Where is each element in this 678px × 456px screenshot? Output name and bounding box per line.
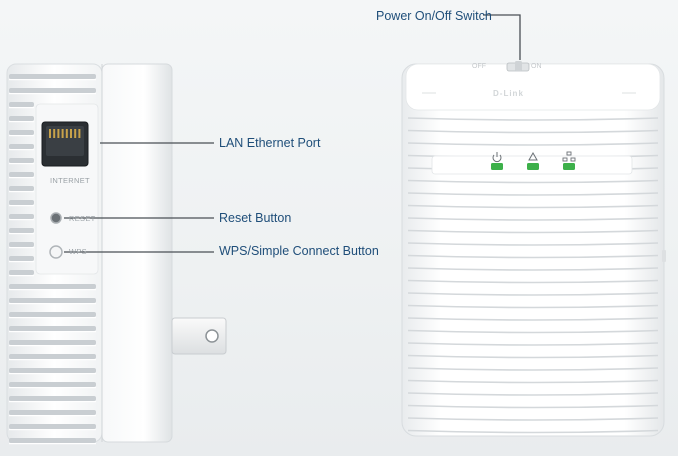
wps-label: WPS xyxy=(69,247,87,256)
front-rib xyxy=(407,242,659,246)
switch-on-label: ON xyxy=(531,63,542,70)
side-notch xyxy=(662,250,666,262)
front-rib xyxy=(407,117,659,121)
front-rib xyxy=(407,367,659,371)
wps-button[interactable] xyxy=(49,245,63,259)
front-rib xyxy=(407,317,659,321)
plug-prong xyxy=(171,317,227,355)
front-rib xyxy=(407,292,659,296)
vent-slot xyxy=(9,270,34,275)
vent-slot xyxy=(9,144,34,149)
callout-wps-button: WPS/Simple Connect Button xyxy=(219,244,379,258)
vent-slot xyxy=(9,200,34,205)
front-rib xyxy=(407,129,659,134)
vent-slot xyxy=(9,214,34,219)
front-rib xyxy=(407,404,659,409)
front-ribs xyxy=(407,117,659,434)
powerline-icon xyxy=(527,151,539,170)
vent-slot xyxy=(9,256,34,261)
front-rib xyxy=(407,379,659,384)
front-rib xyxy=(407,229,659,234)
vent-slot xyxy=(9,354,96,359)
front-rib xyxy=(407,217,659,221)
side-view-cap xyxy=(101,63,173,443)
switch-off-label: OFF xyxy=(472,63,486,70)
front-rib xyxy=(407,354,659,359)
reset-label: RESET xyxy=(69,214,96,223)
vent-slot xyxy=(9,88,96,93)
vent-slot xyxy=(9,284,96,289)
vent-slot xyxy=(9,382,96,387)
reset-button[interactable] xyxy=(50,212,62,224)
leader-line-power xyxy=(483,14,521,60)
vent-slot xyxy=(9,340,96,345)
front-top-cap xyxy=(405,63,661,111)
front-rib xyxy=(407,342,659,346)
front-rib xyxy=(407,429,659,434)
callout-power-switch: Power On/Off Switch xyxy=(376,9,492,23)
vent-slot xyxy=(9,116,34,121)
front-rib xyxy=(407,204,659,209)
vent-slot xyxy=(9,130,34,135)
front-view-device xyxy=(401,61,666,437)
vent-slot xyxy=(9,424,96,429)
side-view-device xyxy=(6,63,227,445)
vent-slot xyxy=(9,312,96,317)
vent-slot xyxy=(9,368,96,373)
front-rib xyxy=(407,254,659,259)
vent-slot xyxy=(9,186,34,191)
front-rib xyxy=(407,142,659,146)
power-switch[interactable] xyxy=(506,61,530,72)
callout-lan-ethernet-port: LAN Ethernet Port xyxy=(219,136,321,150)
front-rib xyxy=(407,179,659,184)
callout-reset-button: Reset Button xyxy=(219,211,292,225)
front-rib xyxy=(407,392,659,396)
vent-slot xyxy=(9,242,34,247)
front-rib xyxy=(407,304,659,309)
vent-slot xyxy=(9,326,96,331)
vent-slot xyxy=(9,396,96,401)
internet-port-label: INTERNET xyxy=(50,176,90,185)
side-vents xyxy=(9,74,96,445)
vent-slot xyxy=(9,102,34,107)
front-rib xyxy=(407,267,659,271)
front-rib xyxy=(407,192,659,196)
ethernet-port[interactable] xyxy=(41,121,89,167)
vent-slot xyxy=(9,172,34,177)
front-rib xyxy=(407,329,659,334)
vent-slot xyxy=(9,158,34,163)
vent-slot xyxy=(9,74,96,79)
led-panel xyxy=(431,151,633,175)
brand-logo: D-Link xyxy=(493,89,524,98)
callout-lines xyxy=(64,14,521,253)
front-rib xyxy=(407,279,659,284)
vent-slot xyxy=(9,410,96,415)
vent-slot xyxy=(9,298,96,303)
front-rib xyxy=(407,417,659,421)
vent-slot xyxy=(9,438,96,443)
power-icon xyxy=(491,152,503,170)
network-icon xyxy=(562,151,576,170)
vent-slot xyxy=(9,228,34,233)
